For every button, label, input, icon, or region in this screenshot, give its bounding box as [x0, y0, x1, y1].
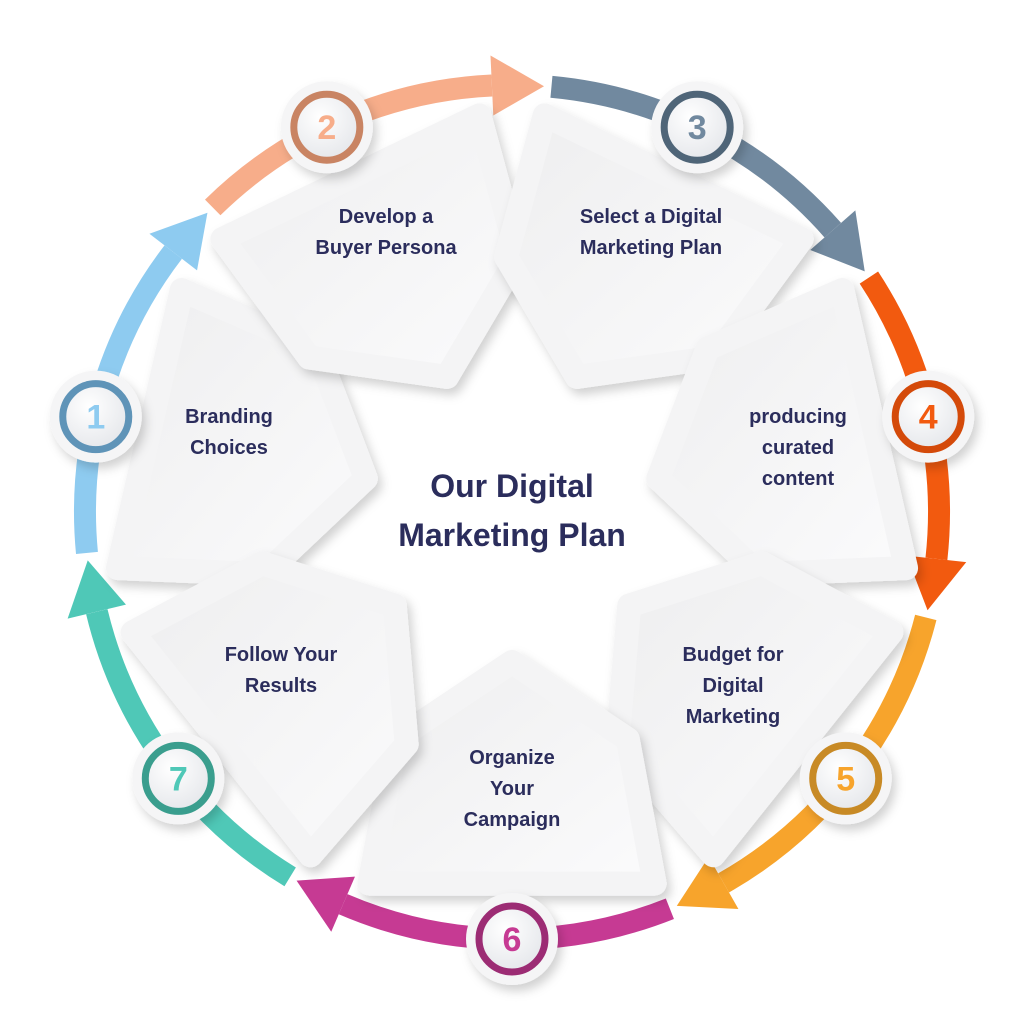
- label-line: Campaign: [463, 809, 561, 831]
- step-5-arrowhead-icon: [676, 856, 739, 909]
- label-line: Digital: [702, 675, 764, 697]
- step-3-arrowhead-icon: [810, 210, 865, 272]
- step-6-card: [357, 650, 667, 896]
- step-number: 7: [169, 760, 188, 798]
- step-7-label: Follow Your Results: [225, 640, 338, 702]
- badge-ring: [141, 741, 215, 815]
- step-4-arrowhead-icon: [906, 555, 967, 611]
- label-line: Marketing Plan: [579, 237, 723, 259]
- label-line: Follow Your: [224, 644, 338, 666]
- step-7-card: [120, 551, 419, 868]
- label-line: Organize: [469, 747, 555, 769]
- step-2-card: [210, 103, 530, 389]
- label-line: content: [761, 468, 835, 490]
- step-4-label: producing curated content: [749, 402, 847, 495]
- step-4-badge: 4: [882, 370, 975, 463]
- step-6-label: Organize Your Campaign: [464, 743, 561, 836]
- label-line: Choices: [190, 437, 268, 459]
- title-line-1: Our Digital: [430, 468, 594, 504]
- label-line: Results: [244, 675, 318, 697]
- step-2-badge: 2: [280, 81, 373, 174]
- step-number: 2: [317, 109, 336, 147]
- badge-ring: [59, 380, 133, 454]
- step-3-badge: 3: [651, 81, 744, 174]
- step-1-label: Branding Choices: [185, 402, 273, 464]
- step-5-label: Budget for Digital Marketing: [682, 640, 783, 733]
- badge-ring: [290, 90, 364, 164]
- badge-ring: [809, 741, 883, 815]
- label-line: curated: [761, 437, 835, 459]
- step-1-badge: 1: [49, 370, 142, 463]
- step-5-card: [605, 551, 904, 868]
- step-7-arrowhead-icon: [67, 560, 126, 619]
- step-number: 3: [688, 109, 707, 147]
- step-2-arrowhead-icon: [490, 55, 545, 116]
- label-line: Buyer Persona: [315, 237, 457, 259]
- step-7-badge: 7: [132, 732, 225, 825]
- label-line: Budget for: [682, 644, 784, 666]
- step-number: 6: [503, 921, 522, 959]
- step-number: 1: [86, 399, 105, 437]
- label-line: Branding: [185, 406, 273, 428]
- title-line-2: Marketing Plan: [398, 517, 626, 553]
- badge-ring: [891, 380, 965, 454]
- badge-ring: [660, 90, 734, 164]
- step-6-badge: 6: [466, 893, 558, 985]
- step-6-arrowhead-icon: [296, 876, 355, 932]
- badge-ring: [475, 902, 549, 976]
- label-line: Select a Digital: [579, 206, 723, 228]
- step-4-card: [646, 278, 919, 587]
- label-line: Marketing: [685, 706, 781, 728]
- step-number: 5: [836, 760, 855, 798]
- step-3-label: Select a Digital Marketing Plan: [580, 202, 722, 264]
- label-line: Develop a: [338, 206, 434, 228]
- step-number: 4: [919, 399, 938, 437]
- step-5-badge: 5: [799, 732, 892, 825]
- step-1-arrowhead-icon: [149, 212, 208, 271]
- step-2-label: Develop a Buyer Persona: [315, 202, 456, 264]
- label-line: Your: [489, 778, 535, 800]
- step-3-card: [494, 103, 814, 389]
- diagram-title: Our Digital Marketing Plan: [398, 462, 626, 560]
- label-line: producing: [749, 406, 847, 428]
